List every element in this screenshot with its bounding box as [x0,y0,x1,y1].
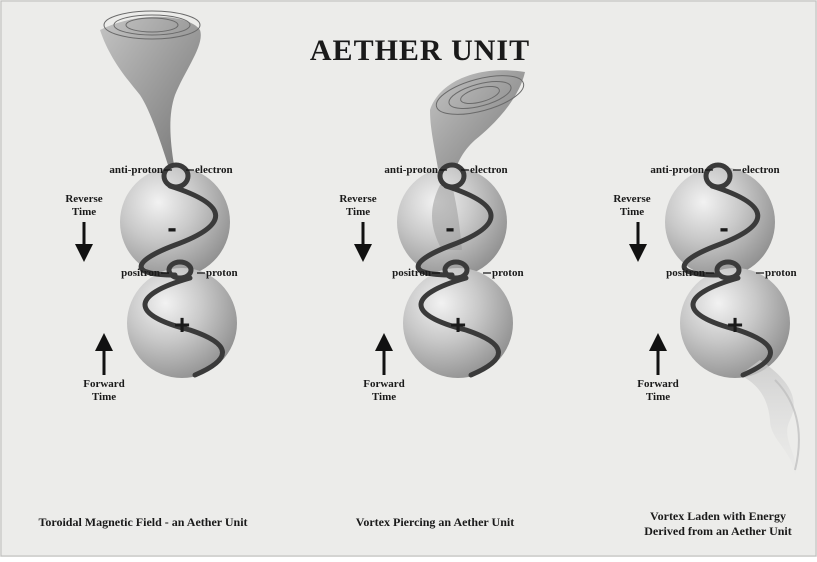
caption-panel-2: Vortex Piercing an Aether Unit [356,515,514,529]
positive-sign: + [174,309,190,340]
caption-panel-3-line-1: Vortex Laden with Energy [650,509,786,523]
label-electron: electron [742,164,780,176]
label-electron: electron [470,164,508,176]
label-electron: electron [195,164,233,176]
label-forward: Forward [637,378,679,390]
caption-panel-1: Toroidal Magnetic Field - an Aether Unit [38,515,247,529]
label-reverse: Reverse [65,193,102,205]
label-forward-time: Time [372,391,396,403]
caption-panel-3-line-2: Derived from an Aether Unit [644,524,792,538]
label-reverse: Reverse [339,193,376,205]
label-proton: proton [206,267,238,279]
label-proton: proton [765,267,797,279]
label-forward: Forward [363,378,405,390]
diagram-title: AETHER UNIT [310,34,530,67]
negative-sign: - [719,212,728,243]
label-proton: proton [492,267,524,279]
label-reverse-time: Time [72,206,96,218]
label-forward-time: Time [92,391,116,403]
positive-sign: + [727,309,743,340]
negative-sign: - [167,212,176,243]
negative-sign: - [445,212,454,243]
label-reverse-time: Time [346,206,370,218]
label-anti-proton: anti-proton [384,164,438,176]
positive-sign: + [450,309,466,340]
label-reverse: Reverse [613,193,650,205]
label-positron: positron [392,267,431,279]
label-forward-time: Time [646,391,670,403]
label-anti-proton: anti-proton [109,164,163,176]
label-forward: Forward [83,378,125,390]
label-anti-proton: anti-proton [650,164,704,176]
label-positron: positron [666,267,705,279]
label-positron: positron [121,267,160,279]
label-reverse-time: Time [620,206,644,218]
